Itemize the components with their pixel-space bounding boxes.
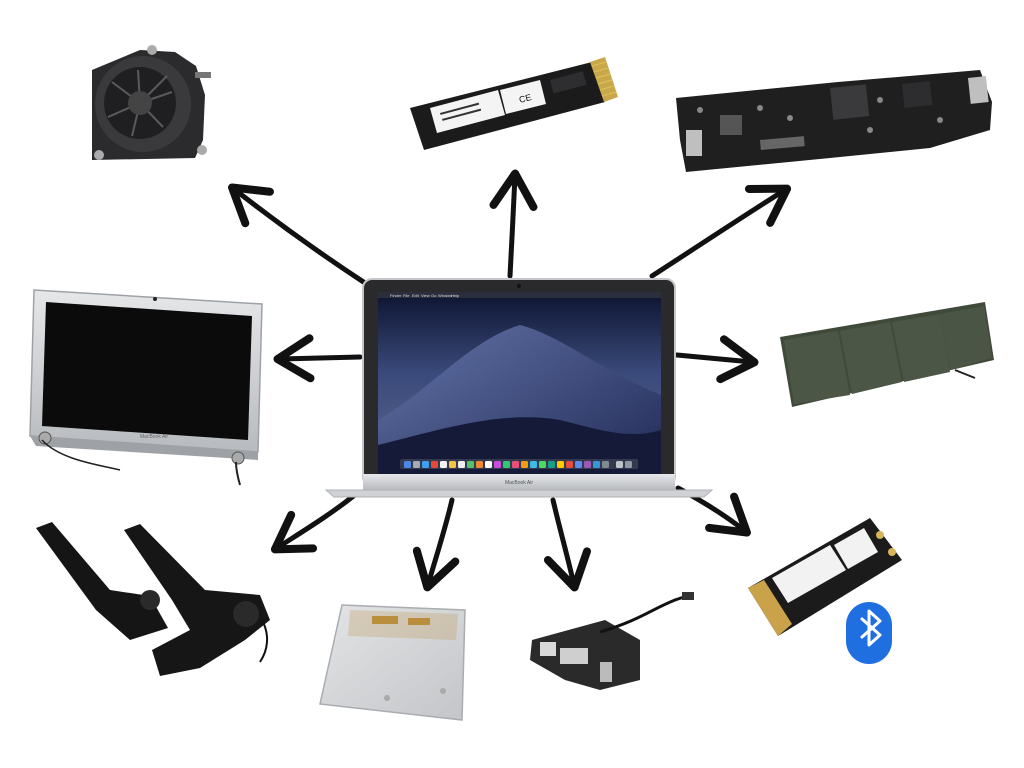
laptop-base — [324, 489, 714, 498]
arrow-to-battery — [674, 335, 759, 384]
arrows — [228, 169, 792, 592]
part-battery — [780, 302, 994, 407]
menu-items: Finder File Edit View Go Window Help — [390, 293, 460, 298]
part-io-board — [530, 592, 694, 690]
arrow-to-trackpad — [412, 497, 460, 592]
camera — [517, 284, 521, 288]
part-logic-board — [676, 70, 992, 172]
menu-item: Finder — [390, 293, 402, 298]
menu-item: File — [403, 293, 410, 298]
laptop-brand-label: MacBook Air — [505, 480, 533, 486]
menu-item: Window — [438, 293, 452, 298]
display-brand-label: MacBook Air — [140, 434, 168, 440]
center-macbook-air: Finder File Edit View Go Window Help — [324, 278, 714, 498]
ce-mark: CE — [518, 92, 533, 105]
arrow-to-logic-board — [649, 184, 792, 279]
arrow-to-io-board — [543, 497, 592, 592]
menu-item: Go — [431, 293, 437, 298]
dock-icons — [404, 461, 632, 468]
bluetooth-icon — [846, 602, 892, 664]
menu-item: Help — [451, 293, 460, 298]
arrow-to-display — [273, 334, 363, 383]
arrow-to-fan — [228, 183, 368, 286]
arrow-to-speakers — [270, 491, 359, 554]
menu-bar — [378, 292, 661, 298]
menu-item: Edit — [412, 293, 420, 298]
laptop-chin — [363, 474, 675, 490]
part-cooling-fan — [92, 45, 211, 160]
part-speakers — [36, 522, 270, 676]
part-trackpad — [319, 604, 466, 721]
part-display-assembly: MacBook Air — [29, 289, 263, 486]
arrow-to-ssd — [489, 169, 538, 279]
part-ssd-card: CE — [410, 57, 618, 150]
part-airport-card — [748, 518, 902, 664]
menu-item: View — [421, 293, 430, 298]
